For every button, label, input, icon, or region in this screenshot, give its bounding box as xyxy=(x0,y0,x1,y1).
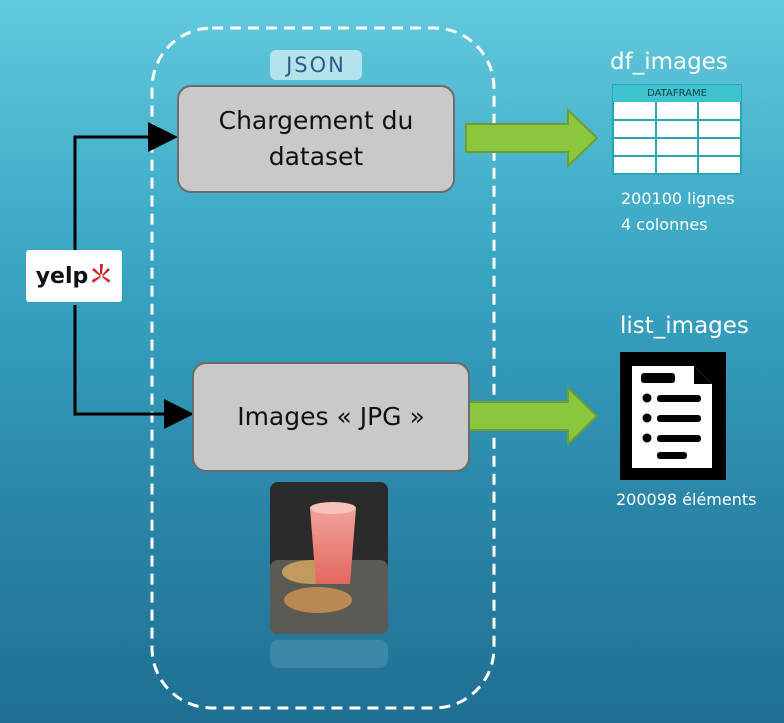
arrow-right-icon xyxy=(467,385,599,447)
list-images-count: 200098 éléments xyxy=(616,490,757,509)
dataframe-table-icon xyxy=(612,84,742,175)
arrow-right-icon xyxy=(465,107,599,169)
load-dataset-label-line2: dataset xyxy=(268,142,364,171)
list-images-title: list_images xyxy=(620,313,749,339)
document-list-icon xyxy=(620,352,726,480)
source-connectors xyxy=(73,122,194,429)
load-dataset-label-line1: Chargement du xyxy=(218,105,414,135)
yelp-burst-icon xyxy=(92,264,111,283)
images-jpg-label: Images « JPG » xyxy=(237,401,425,431)
dataframe-header-label: DATAFRAME xyxy=(647,88,707,99)
drink-photo xyxy=(270,482,388,668)
load-dataset-node: Chargement du dataset xyxy=(177,85,455,193)
df-images-rows: 200100 lignes xyxy=(621,189,735,208)
yelp-logo-text: yelp xyxy=(35,263,89,289)
df-images-title: df_images xyxy=(610,49,728,75)
json-badge: JSON xyxy=(270,50,362,80)
df-images-cols: 4 colonnes xyxy=(621,215,708,234)
dashed-container xyxy=(150,26,496,710)
yelp-logo: yelp xyxy=(26,250,122,302)
images-jpg-node: Images « JPG » xyxy=(192,362,470,472)
json-label: JSON xyxy=(286,53,346,77)
